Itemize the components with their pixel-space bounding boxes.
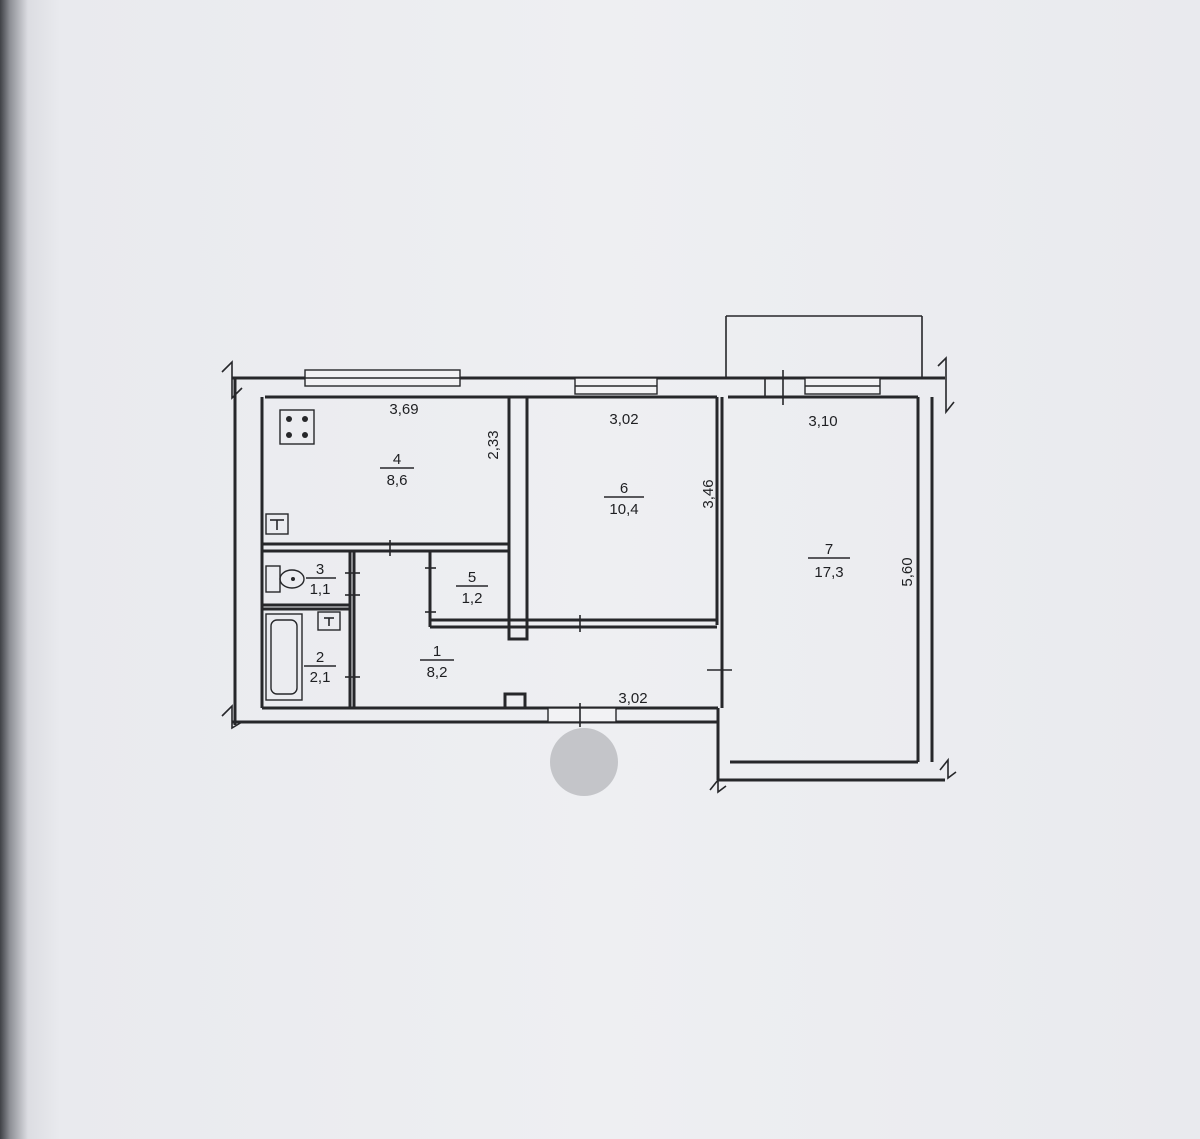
room-6-number: 6 bbox=[620, 480, 628, 497]
room-1-number: 1 bbox=[433, 643, 441, 660]
washbasin-icon bbox=[317, 611, 341, 631]
dim-room7-width: 3,10 bbox=[808, 413, 837, 430]
room-3-area: 1,1 bbox=[310, 581, 331, 598]
room-labels: 4 8,6 6 10,4 7 17,3 3 1,1 5 1,2 2 2,1 1 … bbox=[304, 451, 850, 686]
room-5-area: 1,2 bbox=[462, 590, 483, 607]
kitchen-sink-icon bbox=[265, 513, 289, 535]
stove-icon bbox=[279, 409, 315, 445]
toilet-icon bbox=[279, 569, 305, 589]
room-4-number: 4 bbox=[393, 451, 401, 468]
room-1-area: 8,2 bbox=[427, 664, 448, 681]
windows bbox=[304, 369, 881, 405]
room-5-number: 5 bbox=[468, 569, 476, 586]
room-7-number: 7 bbox=[825, 541, 833, 558]
toilet-tank-icon bbox=[265, 565, 281, 593]
dim-kitchen-depth: 2,33 bbox=[485, 430, 502, 459]
interior-walls bbox=[262, 395, 732, 727]
room-7-area: 17,3 bbox=[814, 564, 843, 581]
dimension-labels: 3,69 3,02 3,10 3,02 2,33 3,46 5,60 bbox=[389, 401, 916, 707]
bathtub-icon bbox=[265, 613, 303, 701]
entrance-door bbox=[547, 707, 617, 723]
room-3-number: 3 bbox=[316, 561, 324, 578]
room-6-area: 10,4 bbox=[609, 501, 638, 518]
dim-hall-width: 3,02 bbox=[618, 690, 647, 707]
fixtures bbox=[265, 409, 341, 701]
dim-room7-depth: 5,60 bbox=[899, 557, 916, 586]
dim-room6-width: 3,02 bbox=[609, 411, 638, 428]
room-4-area: 8,6 bbox=[387, 472, 408, 489]
room-2-area: 2,1 bbox=[310, 669, 331, 686]
room-2-number: 2 bbox=[316, 649, 324, 666]
stamp-mark bbox=[550, 728, 618, 796]
wall-kitchen-room6 bbox=[507, 395, 529, 641]
dim-room6-depth: 3,46 bbox=[700, 479, 717, 508]
dim-kitchen-width: 3,69 bbox=[389, 401, 418, 418]
